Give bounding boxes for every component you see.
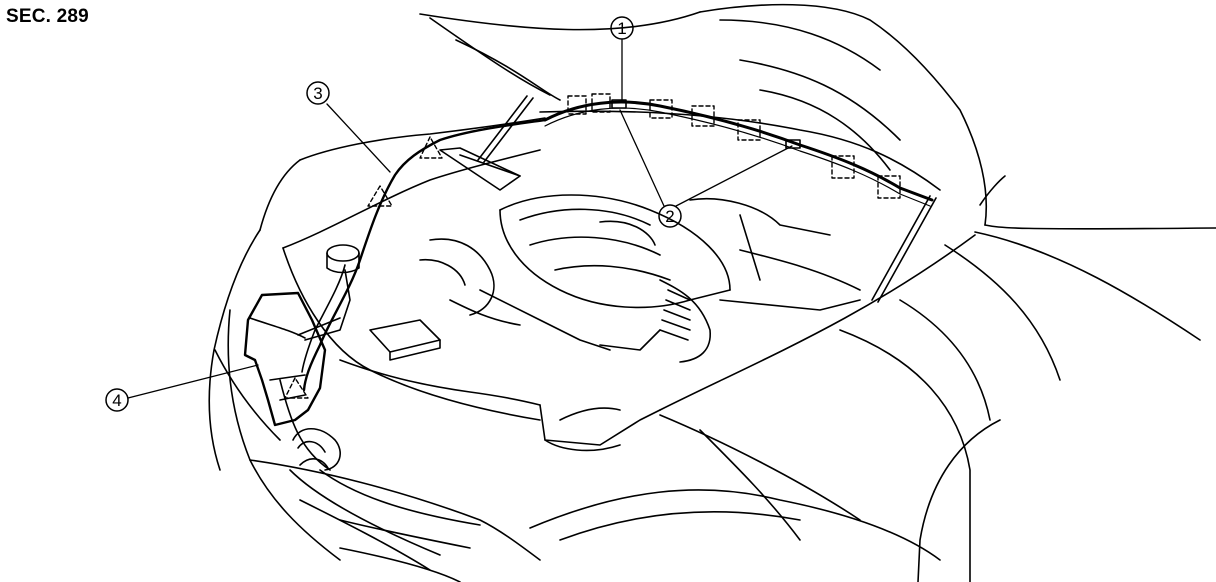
callout-2: 2 (658, 204, 682, 228)
washer-tube (543, 100, 934, 207)
vehicle-body-right (529, 231, 1201, 582)
callout-3: 3 (306, 81, 330, 105)
tube-clip-markers (367, 136, 443, 207)
section-code: SEC. 289 (6, 6, 89, 27)
callout-1-label: 1 (617, 19, 626, 38)
washer-tank (243, 269, 351, 427)
hood-panel (419, 3, 1216, 230)
engine-bay (282, 147, 861, 452)
hood-struts (477, 95, 937, 303)
emblem (292, 427, 341, 471)
leader-lines (127, 39, 793, 399)
front-bumper (208, 117, 546, 582)
callout-4-label: 4 (112, 391, 121, 410)
callout-2-label: 2 (665, 207, 674, 226)
washer-nozzles (611, 99, 801, 149)
callout-1: 1 (610, 16, 634, 40)
tank-clip-markers (284, 377, 309, 399)
reservoir-tube (301, 118, 547, 392)
callout-4: 4 (105, 388, 129, 412)
tube-clips (567, 93, 901, 199)
callout-3-label: 3 (313, 84, 322, 103)
